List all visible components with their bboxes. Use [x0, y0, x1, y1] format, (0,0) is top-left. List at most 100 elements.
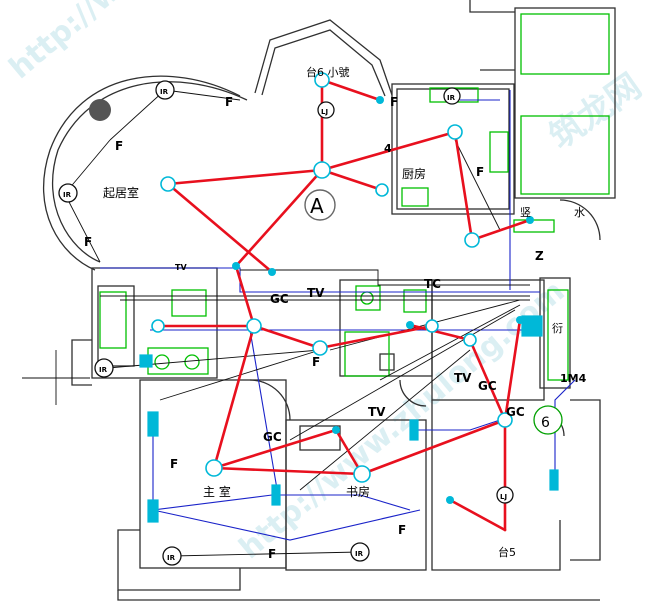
balcony6-wall — [254, 19, 393, 96]
door-swing — [399, 379, 427, 407]
outlet-bar — [147, 499, 159, 523]
fixture-toilet-bowl — [360, 291, 374, 305]
light-fixture — [447, 124, 463, 140]
fixture-right-stair — [547, 289, 569, 381]
left-protrusion — [71, 339, 92, 386]
fixture-kitchen-sink — [401, 187, 429, 207]
label-num: 4 — [384, 142, 392, 155]
junction-box — [317, 101, 335, 119]
signal-line — [379, 304, 521, 381]
red-wiring — [156, 78, 532, 532]
light-fixture — [375, 183, 389, 197]
label-gc: GC — [270, 292, 289, 306]
label-f: F — [268, 547, 276, 561]
label-tv: TV — [454, 371, 472, 385]
label-mw: 1M4 — [560, 372, 587, 385]
red-wire — [468, 338, 507, 422]
room-label-master: 主 室 — [203, 484, 231, 499]
watermark-text: 筑龙网 — [542, 66, 648, 157]
light-fixture — [313, 161, 331, 179]
fixture-vanity — [171, 289, 207, 317]
signal-lines — [22, 89, 530, 557]
label-water: 水 — [574, 206, 585, 219]
signal-line — [67, 139, 111, 191]
kitchen-inner-wall — [396, 88, 510, 210]
ir-sensor — [155, 80, 175, 100]
signal-line — [299, 349, 471, 491]
label-f: F — [398, 523, 406, 537]
fixture-mid-right — [520, 115, 610, 195]
label-tv-box: TV — [175, 263, 187, 272]
room-label-kitchen: 厨房 — [402, 166, 426, 181]
label-f: F — [84, 235, 92, 249]
outlet-bar — [271, 484, 281, 506]
door-swing — [559, 199, 601, 241]
living-arc-inner-wall — [51, 81, 248, 263]
signal-line — [109, 89, 166, 141]
red-wire — [408, 323, 472, 342]
round-fixture — [533, 405, 563, 435]
red-wire — [320, 78, 382, 102]
room-mark-a: A — [310, 194, 324, 218]
signal-line — [289, 309, 516, 441]
room-label-balcony6: 台6 小號 — [306, 65, 350, 79]
signal-line — [67, 199, 101, 263]
red-wire — [503, 318, 522, 422]
signal-line — [329, 299, 521, 351]
label-ir: IR — [355, 550, 364, 558]
label-tc: TC — [424, 277, 441, 291]
label-vent: 衍 — [552, 321, 563, 335]
devices — [58, 72, 563, 566]
outlet-bar — [409, 419, 419, 441]
red-wire — [448, 498, 507, 532]
right-lower-wall — [570, 399, 601, 561]
red-wire — [234, 264, 256, 328]
balcony6-inner-wall — [261, 29, 386, 97]
room-mark-6: 6 — [541, 415, 550, 431]
fixture-top-right — [520, 13, 610, 75]
light-fixture — [312, 340, 328, 356]
ir-sensor — [162, 546, 182, 566]
light-fixture — [151, 319, 165, 333]
label-z: Z — [535, 249, 544, 263]
ir-sensor — [350, 542, 370, 562]
label-tv: TV — [368, 405, 386, 419]
fixture-kitchen-stove — [489, 131, 509, 173]
light-fixture — [425, 319, 439, 333]
label-gc: GC — [263, 430, 282, 444]
light-fixture — [464, 232, 480, 248]
label-f: F — [312, 355, 320, 369]
light-fixture — [353, 465, 371, 483]
signal-line-tc — [240, 269, 530, 286]
fixture-toilet — [355, 285, 381, 311]
label-junction: LJ — [500, 493, 507, 501]
bottom-wall — [117, 590, 600, 601]
blue-right — [554, 379, 576, 480]
label-f: F — [476, 165, 484, 179]
dining-wall — [431, 400, 561, 571]
red-wire — [166, 168, 324, 186]
right-room-wall — [431, 279, 545, 401]
label-tv: TV — [307, 286, 325, 300]
fixture-bathtub — [99, 291, 127, 349]
red-wire — [360, 418, 507, 476]
ir-sensor — [58, 183, 78, 203]
switch-dot — [232, 262, 240, 270]
red-wire — [212, 428, 338, 470]
label-junction: LJ — [321, 108, 328, 116]
right-unit-wall — [514, 7, 616, 199]
signal-line — [454, 139, 501, 231]
switch-dot — [526, 216, 534, 224]
red-wire — [166, 182, 274, 274]
light-fixture — [497, 412, 513, 428]
fixture-basin-bowl — [184, 354, 200, 370]
column-marker — [89, 99, 111, 121]
outlet-bar — [139, 354, 153, 368]
label-ir: IR — [63, 191, 72, 199]
switch-dot — [406, 321, 414, 329]
label-ir: IR — [447, 94, 456, 102]
room-label-living: 起居室 — [103, 185, 139, 200]
red-wire — [234, 168, 324, 268]
